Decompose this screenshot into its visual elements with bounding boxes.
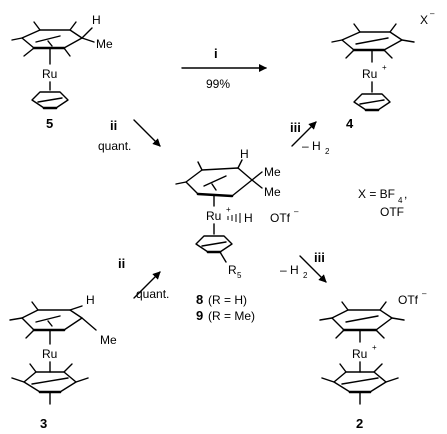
cp-ring-5 xyxy=(31,91,69,110)
charge-2: + xyxy=(372,343,377,352)
h-label-5: H xyxy=(92,13,101,27)
x-definition-line1-sub: 4 xyxy=(398,196,403,205)
r-group-sub-89: 5 xyxy=(237,271,242,280)
anion-charge-4: – xyxy=(430,9,435,18)
me2-label-89: Me xyxy=(264,185,281,199)
reagent-i-yield: 99% xyxy=(206,77,230,91)
charge-89: + xyxy=(226,205,231,214)
cp-star-ring-3 xyxy=(11,363,89,405)
reagent-iii-top-loss-sub: 2 xyxy=(325,147,330,156)
reagent-iii-bottom-label: iii xyxy=(314,250,325,265)
compound-5: H Me Ru 5 xyxy=(11,13,113,131)
ru-h-hashed-bond xyxy=(227,213,241,223)
arrow-iii-top-line xyxy=(291,121,317,147)
reagent-ii-bottom-yield: quant. xyxy=(136,287,169,301)
arene-ring-2 xyxy=(319,301,405,339)
arrow-ii-bottom-line xyxy=(133,271,161,299)
arrow-i: i 99% xyxy=(181,46,267,91)
ru-label-4: Ru xyxy=(362,67,377,81)
cp-star-ring-2 xyxy=(321,363,399,405)
compound-8-9: H Me Me Ru + H OTf – xyxy=(175,147,299,323)
compound-number-9: 9 xyxy=(196,308,203,323)
compound-9-definition: (R = Me) xyxy=(208,309,255,323)
me-label-3: Me xyxy=(100,333,117,347)
x-definition-line2: OTF xyxy=(380,205,404,219)
arrow-iii-bottom: iii – H 2 xyxy=(280,250,327,283)
compound-4: X – Ru + 4 xyxy=(331,9,435,131)
arene-ring-4 xyxy=(331,23,415,59)
counterion-charge-89: – xyxy=(294,207,299,216)
counterion-label-89: OTf xyxy=(270,211,291,225)
reagent-iii-bottom-loss: – H xyxy=(280,263,299,277)
ru-label-89: Ru xyxy=(206,209,221,223)
reagent-i-label: i xyxy=(214,46,218,61)
reagent-ii-bottom-label: ii xyxy=(118,256,125,271)
compound-number-5: 5 xyxy=(46,116,53,131)
arrow-ii-top: ii quant. xyxy=(98,118,161,153)
arrow-ii-top-line xyxy=(133,119,161,147)
counterion-label-2: OTf xyxy=(398,293,419,307)
charge-4: + xyxy=(382,63,387,72)
h-top-label-89: H xyxy=(240,147,249,161)
h-label-3: H xyxy=(86,293,95,307)
compound-3: H Me Ru 3 xyxy=(9,293,117,431)
cyclohexadienyl-ring-89 xyxy=(175,159,263,198)
reagent-iii-top-label: iii xyxy=(290,120,301,135)
r-group-label-89: R xyxy=(228,263,237,277)
ru-label-5: Ru xyxy=(42,67,57,81)
reagent-ii-top-label: ii xyxy=(110,118,117,133)
arene-ring-3 xyxy=(9,301,97,339)
compound-number-3: 3 xyxy=(40,416,47,431)
compound-number-8: 8 xyxy=(196,292,203,307)
x-definition: X = BF 4 , OTF xyxy=(358,187,407,219)
arrow-iii-top: iii – H 2 xyxy=(290,120,330,156)
me-label-5: Me xyxy=(96,37,113,51)
cp-ring-89 xyxy=(195,235,233,263)
counterion-charge-2: – xyxy=(422,289,427,298)
reagent-iii-top-loss: – H xyxy=(302,139,321,153)
h-ru-label-89: H xyxy=(244,211,253,225)
compound-2: OTf – Ru + 2 xyxy=(319,289,427,431)
me1-label-89: Me xyxy=(264,165,281,179)
anion-label-4: X xyxy=(420,13,428,27)
x-definition-line1-end: , xyxy=(404,187,407,201)
x-definition-line1: X = BF xyxy=(358,187,395,201)
arrow-ii-bottom: ii quant. xyxy=(118,256,169,301)
ru-label-3: Ru xyxy=(42,347,57,361)
arene-ring-5 xyxy=(11,21,95,57)
reagent-ii-top-yield: quant. xyxy=(98,139,131,153)
compound-8-definition: (R = H) xyxy=(208,293,247,307)
compound-number-2: 2 xyxy=(356,416,363,431)
cp-ring-4 xyxy=(353,93,391,112)
ru-label-2: Ru xyxy=(352,347,367,361)
arrow-iii-bottom-line xyxy=(299,255,327,283)
compound-number-4: 4 xyxy=(346,116,354,131)
reagent-iii-bottom-loss-sub: 2 xyxy=(303,271,308,280)
